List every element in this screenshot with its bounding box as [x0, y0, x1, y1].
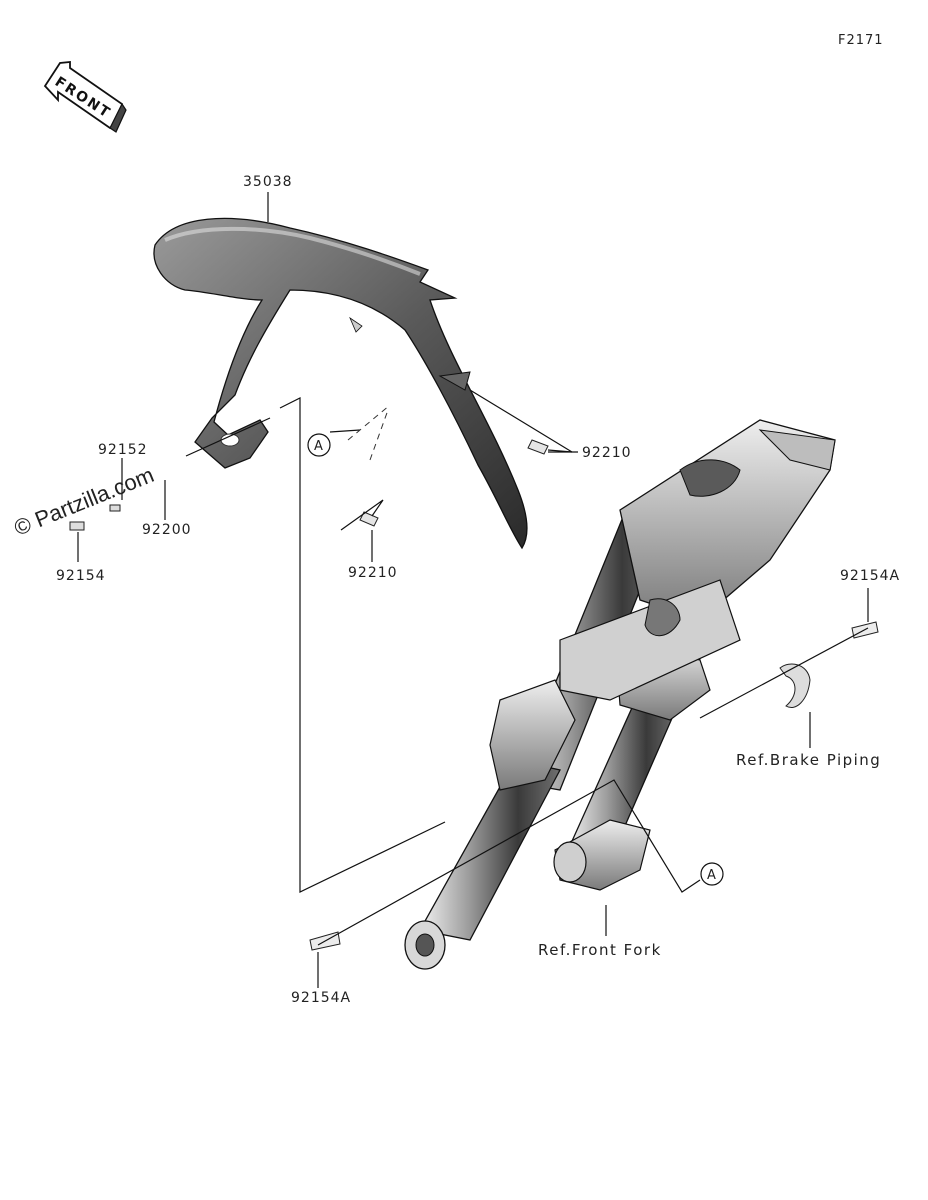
callout-a-right: A [700, 862, 724, 886]
label-92152: 92152 [98, 442, 148, 458]
bolt-92154-icon [69, 521, 85, 531]
label-35038: 35038 [243, 174, 293, 190]
svg-text:A: A [707, 868, 717, 883]
brake-piping-clamp-icon [779, 663, 811, 708]
front-fender [153, 217, 528, 550]
label-92154: 92154 [56, 568, 106, 584]
label-92154A-lower: 92154A [291, 990, 351, 1006]
callout-a-left: A [307, 433, 331, 457]
label-92200: 92200 [142, 522, 192, 538]
svg-text:A: A [314, 439, 324, 454]
front-arrow-icon: FRONT [43, 61, 127, 133]
label-92210-lower: 92210 [348, 565, 398, 581]
label-92154A-right: 92154A [840, 568, 900, 584]
ref-brake-piping: Ref.Brake Piping [736, 751, 881, 769]
bolt-92210-lower-icon [359, 511, 379, 527]
bolt-92210-right-icon [527, 439, 549, 455]
ref-front-fork: Ref.Front Fork [538, 941, 662, 959]
label-92210-right: 92210 [582, 445, 632, 461]
leader-lines [77, 192, 869, 988]
collar-92152-icon [109, 504, 121, 512]
dash-lines [347, 404, 391, 461]
diagram-code: F2171 [838, 33, 884, 48]
fork-top-clamp [559, 419, 836, 701]
